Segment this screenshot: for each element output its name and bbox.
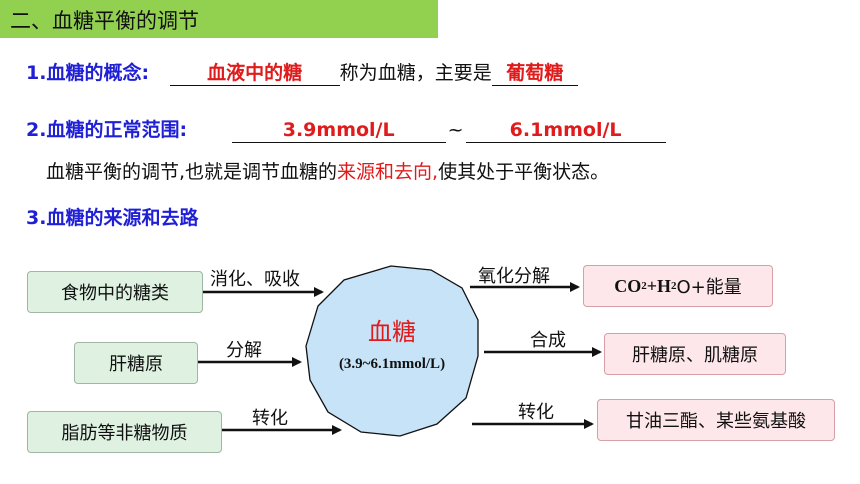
concept-answer-2: 葡萄糖 [506,62,564,84]
balance-line: 血糖平衡的调节,也就是调节血糖的来源和去向,使其处于平衡状态。 [46,157,609,184]
source-box-glycogen: 肝糖原 [74,342,198,384]
sink-label-glycogen: 肝糖原、肌糖原 [632,345,758,366]
blood-sugar-center-shape [305,265,479,437]
co2-subscript: 2 [641,280,647,292]
arrow-label-decompose: 分解 [226,340,262,361]
arrow-label-synthesis: 合成 [530,330,566,351]
section-3-label: 3.血糖的来源和去路 [26,207,199,229]
source-label-fat: 脂肪等非糖物质 [61,423,188,444]
range-separator: ~ [447,119,464,141]
concept-blank-1: 血液中的糖 [169,61,340,86]
concept-answer-1: 血液中的糖 [207,62,303,84]
concept-mid-2: ，主要是 [415,62,492,84]
arrow-label-convert-in: 转化 [252,408,288,429]
concept-mid: 称为 [339,62,378,84]
concept-term: 血糖 [377,62,416,84]
sink-box-fat: 甘油三酯、某些氨基酸 [597,399,835,441]
concept-line: 1.血糖的概念: 血液中的糖 称为血糖，主要是葡萄糖 [26,58,578,86]
balance-suffix: 使其处于平衡状态。 [438,161,610,183]
balance-highlight: 来源和去向, [337,161,439,183]
h2o-text: +H [646,275,671,296]
sink-box-glycogen: 肝糖原、肌糖原 [604,333,786,375]
co2-text: CO [614,275,642,296]
range-low-value: 3.9mmol/L [282,119,395,141]
section-header-bar [0,0,438,38]
range-line: 2.血糖的正常范围: 3.9mmol/L ~6.1mmol/L [26,115,666,143]
arrow-label-digest: 消化、吸收 [210,269,300,290]
range-blank-high: 6.1mmol/L [465,118,666,143]
concept-label: 1.血糖的概念: [26,62,150,84]
arrow-label-convert-out: 转化 [518,402,554,423]
range-blank-low: 3.9mmol/L [231,118,446,143]
concept-blank-2: 葡萄糖 [491,61,578,86]
source-label-food: 食物中的糖类 [61,283,169,304]
arrow-label-oxidation: 氧化分解 [478,266,550,287]
source-box-food: 食物中的糖类 [27,271,203,313]
center-range: (3.9~6.1mmol/L) [338,356,446,372]
sink-label-fat: 甘油三酯、某些氨基酸 [626,411,806,432]
h2o-subscript: 2 [671,280,677,292]
center-title: 血糖 [368,318,416,346]
range-high-value: 6.1mmol/L [509,119,622,141]
range-label: 2.血糖的正常范围: [26,119,188,141]
balance-prefix: 血糖平衡的调节,也就是调节血糖的 [46,161,338,183]
source-label-glycogen: 肝糖原 [109,354,163,375]
source-box-fat: 脂肪等非糖物质 [27,411,222,453]
energy-text: O+能量 [676,277,742,298]
section-header-title: 二、血糖平衡的调节 [10,9,199,33]
